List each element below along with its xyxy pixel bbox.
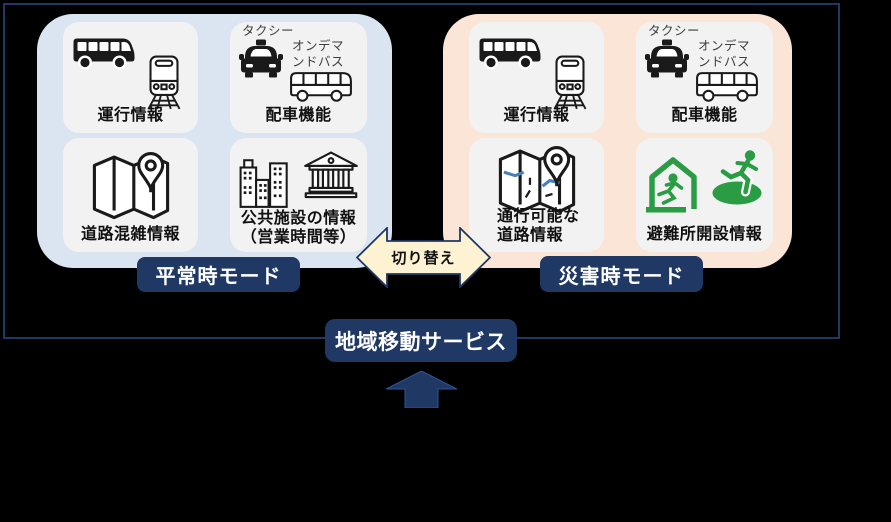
taxi-text: タクシー xyxy=(648,24,701,38)
card-label-line2: （営業時間等） xyxy=(240,229,357,247)
shelter-house-icon xyxy=(646,157,697,213)
switch-arrow-label: 切り替え xyxy=(391,250,456,267)
card-label: 配車機能 xyxy=(671,107,738,125)
map-icon xyxy=(92,151,170,220)
map-roads-icon xyxy=(498,145,576,214)
card-dispatch-function: タクシー オンデマンドバス 配車機能 xyxy=(230,22,367,133)
card-shelter-info: 避難所開設情報 xyxy=(636,138,773,252)
bus-icon xyxy=(73,38,135,70)
on-demand-bus-icon xyxy=(290,72,352,102)
card-label: 避難所開設情報 xyxy=(646,226,763,244)
card-label-line2: 道路情報 xyxy=(497,227,564,245)
card-passable-road-info: 通行可能な 道路情報 xyxy=(469,138,604,252)
card-label: 道路混雑情報 xyxy=(80,226,180,244)
card-dispatch-function: タクシー オンデマンドバス 配車機能 xyxy=(636,22,773,133)
bank-icon xyxy=(304,151,358,199)
train-icon xyxy=(147,55,181,110)
double-arrow-icon xyxy=(356,227,491,288)
card-label: 公共施設の情報 （営業時間等） xyxy=(230,210,367,248)
normal-mode-badge: 平常時モード xyxy=(137,257,300,292)
card-label: 運行情報 xyxy=(503,107,570,125)
card-label: 運行情報 xyxy=(97,107,164,125)
on-demand-bus-icon xyxy=(696,72,758,102)
taxi-icon xyxy=(645,39,689,78)
card-label-line1: 公共施設の情報 xyxy=(240,210,357,228)
service-name-badge: 地域移動サービス xyxy=(325,319,517,362)
switch-arrow: 切り替え xyxy=(356,227,491,288)
disaster-mode-badge: 災害時モード xyxy=(540,256,703,292)
card-road-congestion-info: 道路混雑情報 xyxy=(63,138,198,252)
bus-icon xyxy=(479,38,541,70)
taxi-icon xyxy=(239,39,283,78)
train-icon xyxy=(553,55,587,110)
up-arrow-icon xyxy=(386,371,457,408)
normal-mode-panel: 運行情報 タクシー オンデマンドバス xyxy=(37,14,392,268)
buildings-icon xyxy=(239,159,288,208)
card-operation-info: 運行情報 xyxy=(63,22,198,133)
card-label-line1: 通行可能な xyxy=(497,208,580,226)
on-demand-text: オンデマンドバス xyxy=(698,39,751,69)
card-label: 配車機能 xyxy=(265,107,332,125)
taxi-text: タクシー xyxy=(242,24,295,38)
card-operation-info: 運行情報 xyxy=(469,22,604,133)
evacuee-icon xyxy=(712,150,762,205)
on-demand-text: オンデマンドバス xyxy=(292,39,345,69)
card-public-facility-info: 公共施設の情報 （営業時間等） xyxy=(230,138,367,252)
card-label: 通行可能な 道路情報 xyxy=(497,208,580,246)
disaster-mode-panel: 運行情報 タクシー オンデマンドバス xyxy=(443,14,792,268)
